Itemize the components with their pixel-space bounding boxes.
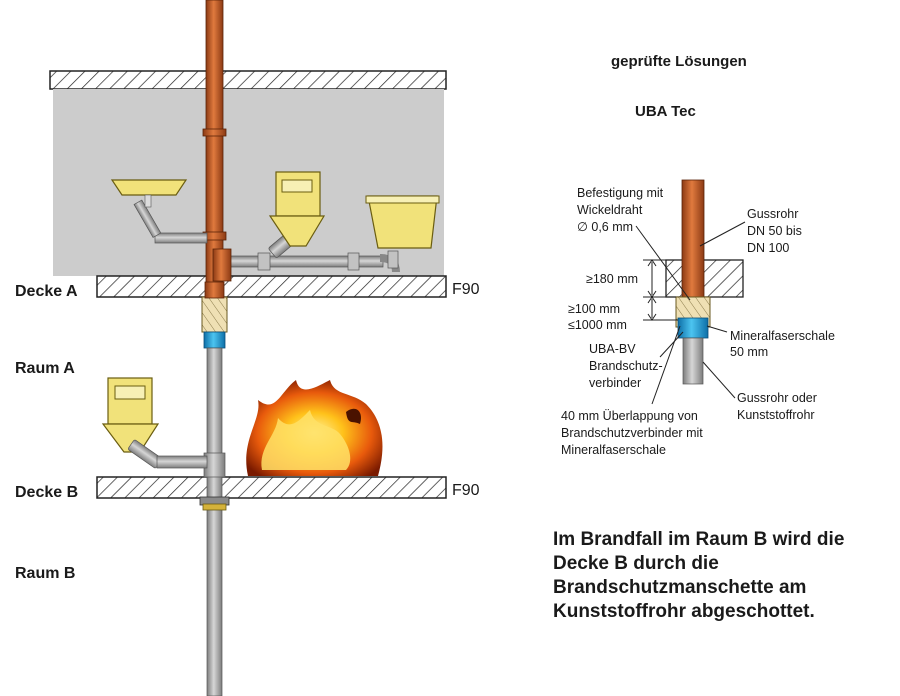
label-befestigung: Befestigung mit Wickeldraht ∅ 0,6 mm [577,186,667,234]
label-overlap: 40 mm Überlappung von Brandschutzverbind… [561,409,706,457]
building-section [49,0,447,696]
toilet-lower [101,377,208,469]
detail-cast-iron-pipe [681,179,705,301]
decke-b-fire-collar [199,496,230,511]
label-dim-top: ≥180 mm [586,272,638,286]
detail-slab [665,259,744,298]
decke-a-fire-protection [201,281,228,349]
label-gussrohr-top: Gussrohr DN 50 bis DN 100 [747,207,805,255]
label-mineral: Mineralfaserschale 50 mm [730,329,838,359]
wash-basin [110,179,188,208]
label-f90-b: F90 [452,482,480,499]
upper-branch-pipes [133,199,400,282]
toilet-upper [268,171,326,247]
label-raum-b: Raum B [15,565,75,582]
label-decke-a: Decke A [15,283,78,300]
decke-a-slab [96,275,447,298]
pipe-socket [202,128,227,137]
dimension-lines [643,259,678,321]
label-f90-a: F90 [452,281,480,298]
fire-icon [246,380,383,476]
detail-drawing [635,179,746,405]
label-dim-bottom: ≥100 mm ≤1000 mm [568,302,627,332]
label-uba-bv: UBA-BV Brandschutz- verbinder [589,342,666,390]
cast-iron-stack-pipe [205,0,224,291]
label-decke-b: Decke B [15,484,78,501]
decke-b-slab [96,476,447,499]
plastic-stack-pipe [206,347,223,696]
leader-lines [635,221,746,405]
top-slab [49,70,447,90]
label-raum-a: Raum A [15,360,75,377]
detail-uba-bv [677,317,709,339]
sink-tank [365,195,440,249]
label-gussrohr-bottom: Gussrohr oder Kunststoffrohr [737,391,820,422]
detail-plastic-pipe [682,337,704,385]
heading: geprüfte Lösungen [611,53,747,70]
brand-name: UBA Tec [635,103,696,120]
uba-bv-connector [203,331,226,349]
fire-statement: Im Brandfall im Raum B wird die Decke B … [553,529,850,622]
